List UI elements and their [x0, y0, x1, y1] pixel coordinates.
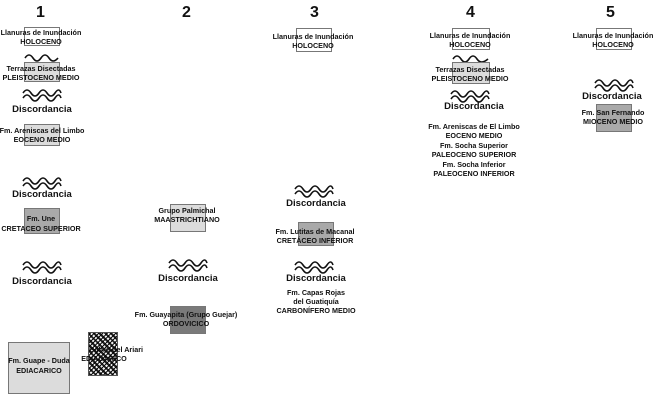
discordancia-label-col4: Discordancia: [444, 101, 504, 112]
discordancia-label-col1-b: Discordancia: [12, 189, 72, 200]
discordance-wave-icon-col3-b: [294, 261, 334, 274]
discordance-wave-icon-col3-a: [294, 185, 334, 198]
sanfer-title-col5: Fm. San Fernando: [581, 108, 645, 117]
llanuras-age-col4: HOLOCENO: [449, 40, 491, 49]
discordancia-label-col1-c: Discordancia: [12, 276, 72, 287]
terrazas-wave-icon-col1: [24, 54, 59, 62]
discordance-wave-icon-col1-b: [22, 177, 62, 190]
column-number-2: 2: [182, 4, 191, 21]
llanuras-title-col4: Llanuras de Inundación: [429, 31, 511, 40]
discordancia-label-col1-a: Discordancia: [12, 104, 72, 115]
socha-sup-title-col4: Fm. Socha Superior: [440, 141, 508, 150]
column-number-5: 5: [606, 4, 615, 21]
palmichal-box-col2: [170, 204, 206, 232]
capas-title-line1-col3: Fm. Capas Rojas: [287, 288, 345, 297]
terrazas-age-col1: PLEISTOCENO MEDIO: [2, 73, 80, 82]
gabro-age-col1: EDIACARICO: [81, 354, 127, 363]
llanuras-age-col1: HOLOCENO: [20, 37, 62, 46]
llanuras-title-col5: Llanuras de Inundación: [572, 31, 654, 40]
discordancia-label-col3-b: Discordancia: [286, 273, 346, 284]
guape-title-col1: Fm. Guape - Duda: [8, 356, 70, 365]
guape-box-col1: [8, 342, 70, 394]
llanuras-box-col1: [24, 27, 60, 46]
llanuras-title-col1: Llanuras de Inundación: [0, 28, 82, 37]
limbo-title-col1: Fm. Areniscas del Limbo: [0, 126, 85, 135]
llanuras-age-col5: HOLOCENO: [592, 40, 634, 49]
socha-sup-age-col4: PALEOCENO SUPERIOR: [431, 150, 517, 159]
palmichal-age-col2: MAASTRICHTIANO: [154, 215, 220, 224]
discordance-wave-icon-col2: [168, 259, 208, 272]
terrazas-title-col4: Terrazas Disectadas: [435, 65, 505, 74]
column-number-1: 1: [36, 4, 45, 21]
discordancia-label-col3-a: Discordancia: [286, 198, 346, 209]
terrazas-box-col1: [24, 62, 60, 82]
llanuras-title-col3: Llanuras de Inundación: [272, 32, 354, 41]
socha-inf-age-col4: PALEOCENO INFERIOR: [433, 169, 515, 178]
limbo-title-col4: Fm. Areniscas de El Limbo: [428, 122, 520, 131]
une-age-col1: CRETACEO SUPERIOR: [1, 224, 81, 233]
une-box-col1: [24, 208, 60, 234]
llanuras-box-col5: [596, 28, 632, 50]
limbo-age-col4: EOCENO MEDIO: [445, 131, 503, 140]
discordance-wave-icon-col1-c: [22, 261, 62, 274]
llanuras-box-col3: [296, 28, 332, 52]
guayapita-box-col2: [170, 306, 206, 334]
discordancia-label-col5: Discordancia: [582, 91, 642, 102]
terrazas-box-col4: [452, 62, 490, 84]
socha-inf-title-col4: Fm. Socha Inferior: [442, 160, 506, 169]
gabro-pattern-box-col1: [88, 332, 118, 376]
discordance-wave-icon-col4: [450, 90, 490, 103]
llanuras-age-col3: HOLOCENO: [292, 41, 334, 50]
capas-title-line2-col3: del Guatiquía: [293, 297, 339, 306]
column-number-3: 3: [310, 4, 319, 21]
column-number-4: 4: [466, 4, 475, 21]
llanuras-box-col4: [452, 28, 490, 50]
discordance-wave-icon-col1-a: [22, 89, 62, 102]
sanfer-box-col5: [596, 104, 632, 132]
limbo-age-col1: EOCENO MEDIO: [13, 135, 71, 144]
discordancia-label-col2: Discordancia: [158, 273, 218, 284]
limbo-box-col1: [24, 124, 60, 146]
gabro-title-col1: Gabro del Ariari: [88, 345, 144, 354]
terrazas-title-col1: Terrazas Disectadas: [6, 64, 76, 73]
palmichal-title-col2: Grupo Palmichal: [158, 206, 216, 215]
lutitas-age-col3: CRETÁCEO INFERIOR: [276, 236, 354, 245]
sanfer-age-col5: MIOCENO MEDIO: [583, 117, 643, 126]
lutitas-title-col3: Fm. Lutitas de Macanal: [275, 227, 355, 236]
guayapita-title-col2: Fm. Guayapita (Grupo Guejar): [134, 310, 238, 319]
lutitas-box-col3: [298, 222, 334, 246]
terrazas-wave-icon-col4: [452, 55, 489, 63]
guape-age-col1: EDIACARICO: [16, 366, 62, 375]
capas-age-col3: CARBONÍFERO MEDIO: [276, 306, 356, 315]
discordance-wave-icon-col5: [594, 79, 634, 92]
une-title-col1: Fm. Une: [26, 214, 56, 223]
guayapita-age-col2: ORDOVICICO: [162, 319, 210, 328]
terrazas-age-col4: PLEISTOCENO MEDIO: [431, 74, 509, 83]
